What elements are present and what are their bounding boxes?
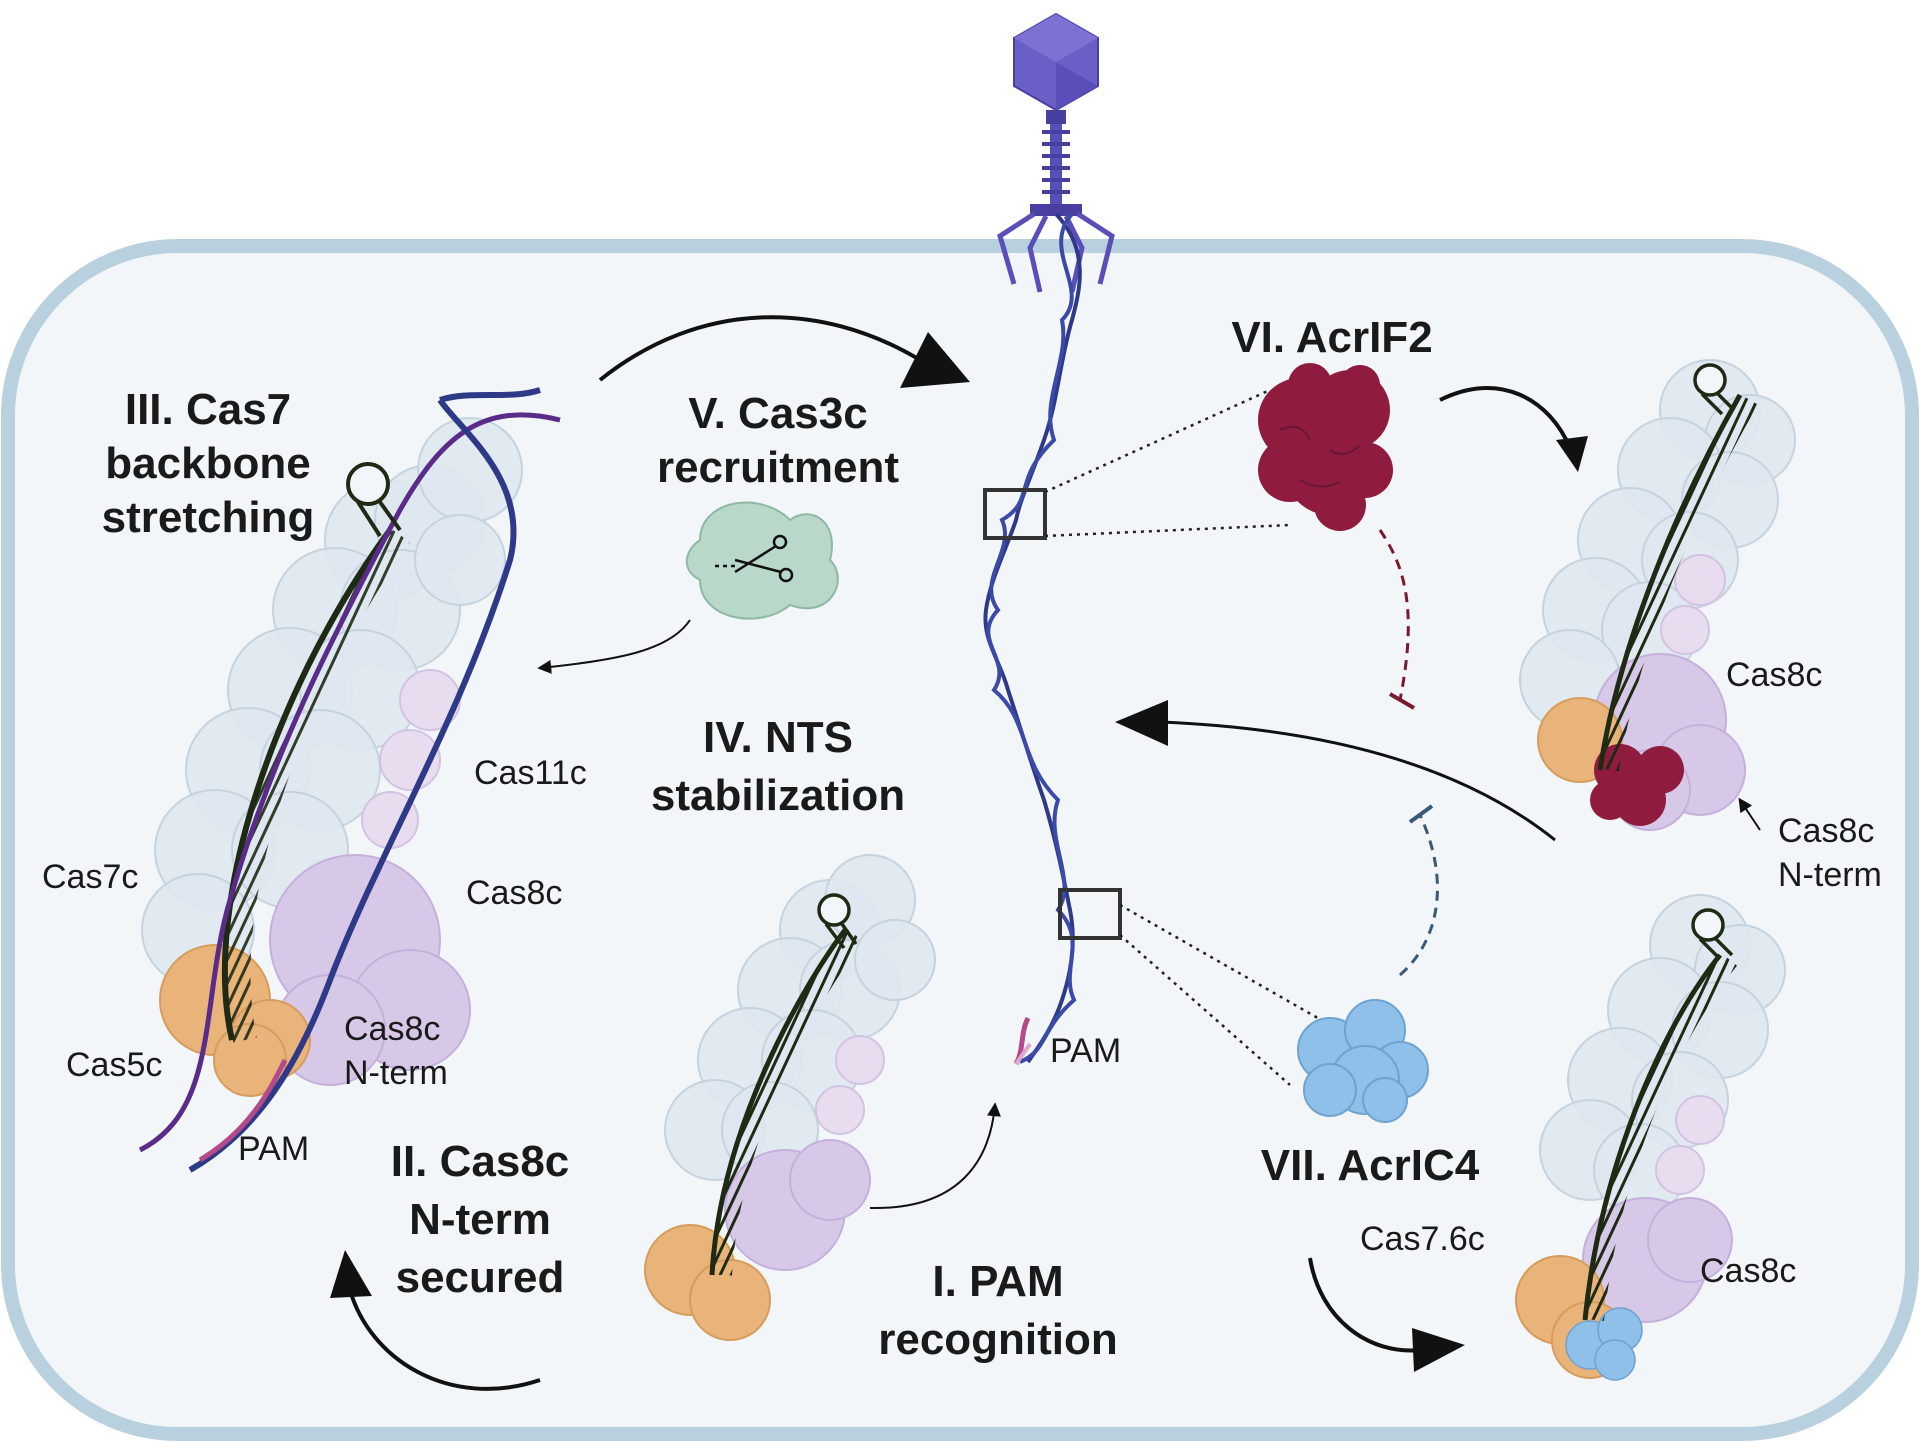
stage-vii-line-1: VII. AcrIC4 bbox=[1261, 1141, 1480, 1190]
label-cas8c-nterm-right-1: Cas8c bbox=[1778, 812, 1874, 850]
stage-title-ii: II. Cas8c N-term secured bbox=[391, 1137, 570, 1302]
stage-title-vi: VI. AcrIF2 bbox=[1231, 313, 1432, 362]
label-cas8c-right-bottom: Cas8c bbox=[1700, 1252, 1796, 1290]
label-pam-center: PAM bbox=[1050, 1032, 1121, 1070]
stage-title-i: I. PAM recognition bbox=[878, 1257, 1118, 1364]
arrow-vi-to-complex bbox=[1439, 386, 1572, 449]
phage-icon bbox=[997, 12, 1115, 293]
flow-arrows bbox=[330, 315, 1761, 1391]
stage-iv-line-1: IV. NTS bbox=[703, 713, 853, 762]
arrow-iii-to-v bbox=[598, 315, 922, 382]
arrow-i-to-pam bbox=[869, 1102, 1001, 1210]
label-cas8c-right-top: Cas8c bbox=[1726, 656, 1822, 694]
inhibition-acrif2 bbox=[1378, 529, 1410, 701]
stage-iii-line-2: backbone bbox=[105, 439, 310, 488]
stage-vi-line-1: VI. AcrIF2 bbox=[1231, 313, 1432, 362]
label-cas8c-left: Cas8c bbox=[466, 874, 562, 912]
hairpin-icon bbox=[346, 462, 402, 538]
stage-v-line-1: V. Cas3c bbox=[688, 389, 867, 438]
arrow-i-to-ii bbox=[348, 1289, 541, 1391]
cascade-complex-right-top bbox=[1519, 359, 1796, 831]
cascade-complex-right-bottom bbox=[1515, 894, 1786, 1381]
arrow-v-to-iii bbox=[537, 619, 691, 674]
cas3c-icon bbox=[685, 501, 839, 620]
arrow-vii-to-complex bbox=[1308, 1257, 1421, 1353]
stage-title-iv: IV. NTS stabilization bbox=[651, 713, 905, 820]
stage-iii-line-3: stretching bbox=[102, 493, 315, 542]
acrif2-icon bbox=[1258, 363, 1393, 531]
stage-title-vii: VII. AcrIC4 bbox=[1261, 1141, 1480, 1190]
stage-v-line-2: recruitment bbox=[657, 443, 899, 492]
stage-ii-line-3: secured bbox=[396, 1253, 565, 1302]
stage-i-line-1: I. PAM bbox=[932, 1257, 1063, 1306]
label-cas76c: Cas7.6c bbox=[1360, 1220, 1485, 1258]
inhibition-acric4 bbox=[1399, 814, 1439, 977]
stage-title-iii: III. Cas7 backbone stretching bbox=[102, 385, 315, 542]
cascade-complex-left bbox=[138, 387, 561, 1173]
focus-box-top bbox=[983, 488, 1047, 540]
stage-iv-line-2: stabilization bbox=[651, 771, 905, 820]
label-cas8c-nterm-left-1: Cas8c bbox=[344, 1010, 440, 1048]
arrow-right-to-dna bbox=[1159, 720, 1556, 842]
label-cas7c: Cas7c bbox=[42, 858, 138, 896]
stage-iii-line-1: III. Cas7 bbox=[125, 385, 291, 434]
acric4-icon bbox=[1297, 999, 1429, 1123]
stage-title-v: V. Cas3c recruitment bbox=[657, 389, 899, 492]
label-pam-left: PAM bbox=[238, 1130, 309, 1168]
stage-ii-line-1: II. Cas8c bbox=[391, 1137, 570, 1186]
scissors-icon bbox=[712, 534, 794, 583]
label-cas8c-nterm-left-2: N-term bbox=[344, 1054, 448, 1092]
focus-box-bottom bbox=[1058, 888, 1122, 940]
label-cas11c: Cas11c bbox=[474, 754, 587, 792]
label-cas5c: Cas5c bbox=[66, 1046, 162, 1084]
label-cas8c-nterm-right-2: N-term bbox=[1778, 856, 1882, 894]
stage-ii-line-2: N-term bbox=[409, 1195, 551, 1244]
stage-i-line-2: recognition bbox=[878, 1315, 1118, 1364]
pointer-cas8c-nterm bbox=[1738, 797, 1761, 831]
cascade-complex-center bbox=[644, 854, 936, 1341]
